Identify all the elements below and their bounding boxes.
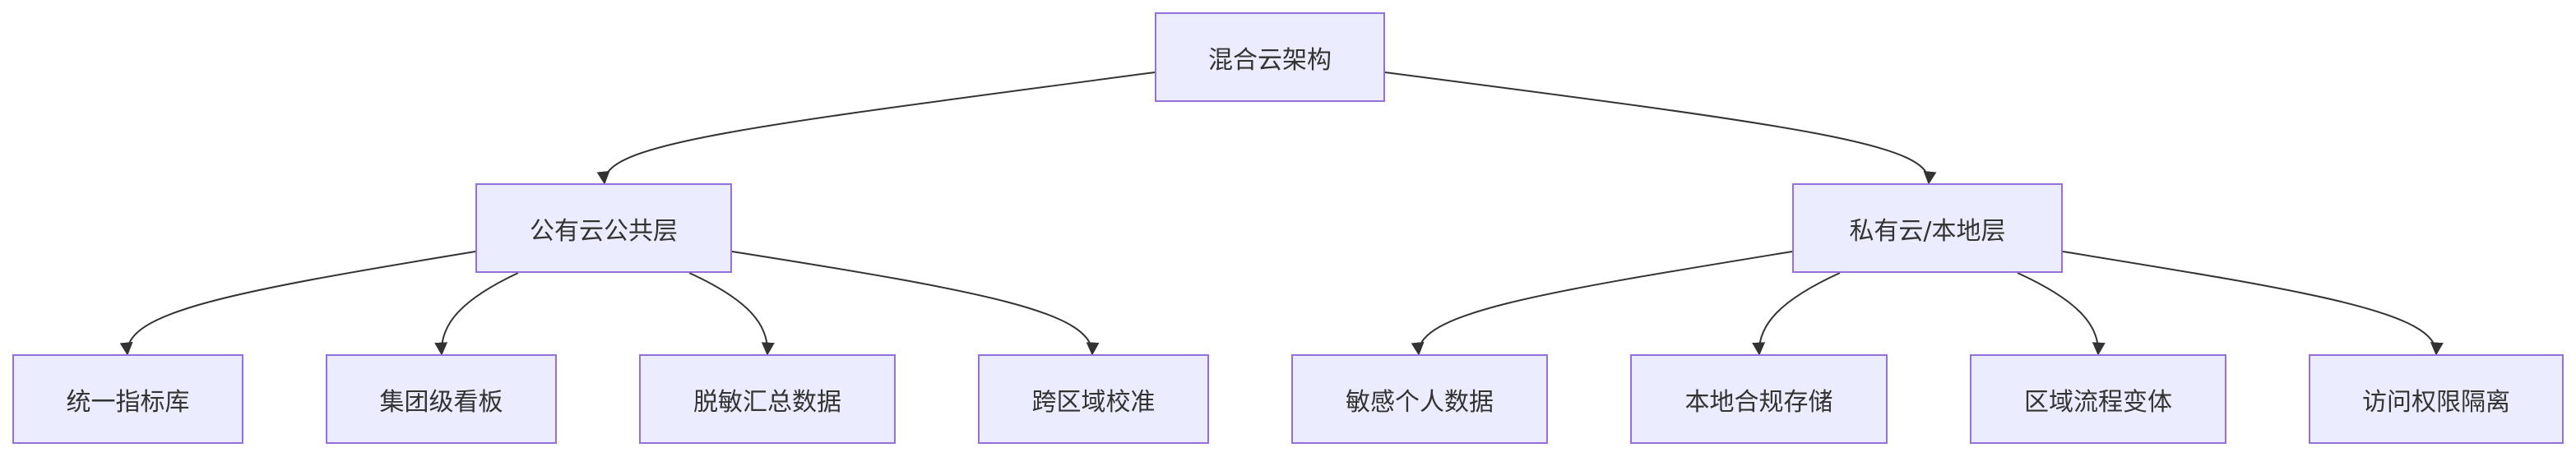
node-private-layer: 私有云/本地层	[1792, 183, 2063, 273]
edge-public-child-2	[434, 272, 519, 356]
edge-public-child-4	[731, 251, 1100, 356]
node-private-child-2: 本地合规存储	[1630, 354, 1888, 444]
node-public-layer: 公有云公共层	[475, 183, 732, 273]
node-private-child-3: 区域流程变体	[1970, 354, 2226, 444]
edge-private-child-3	[2017, 272, 2106, 356]
node-root: 混合云架构	[1155, 12, 1385, 102]
node-public-child-3: 脱敏汇总数据	[639, 354, 896, 444]
edge-private-child-4	[2062, 251, 2444, 356]
node-private-child-1: 敏感个人数据	[1291, 354, 1548, 444]
edge-root-private	[1384, 72, 1937, 185]
node-public-child-1: 统一指标库	[12, 354, 243, 444]
node-public-child-4: 跨区域校准	[978, 354, 1209, 444]
edge-private-child-1	[1411, 251, 1793, 356]
edge-public-child-1	[119, 251, 476, 356]
node-private-child-4: 访问权限隔离	[2309, 354, 2564, 444]
edge-public-child-3	[688, 272, 775, 356]
node-public-child-2: 集团级看板	[326, 354, 557, 444]
edge-private-child-2	[1752, 272, 1841, 356]
edge-root-public	[596, 72, 1156, 185]
